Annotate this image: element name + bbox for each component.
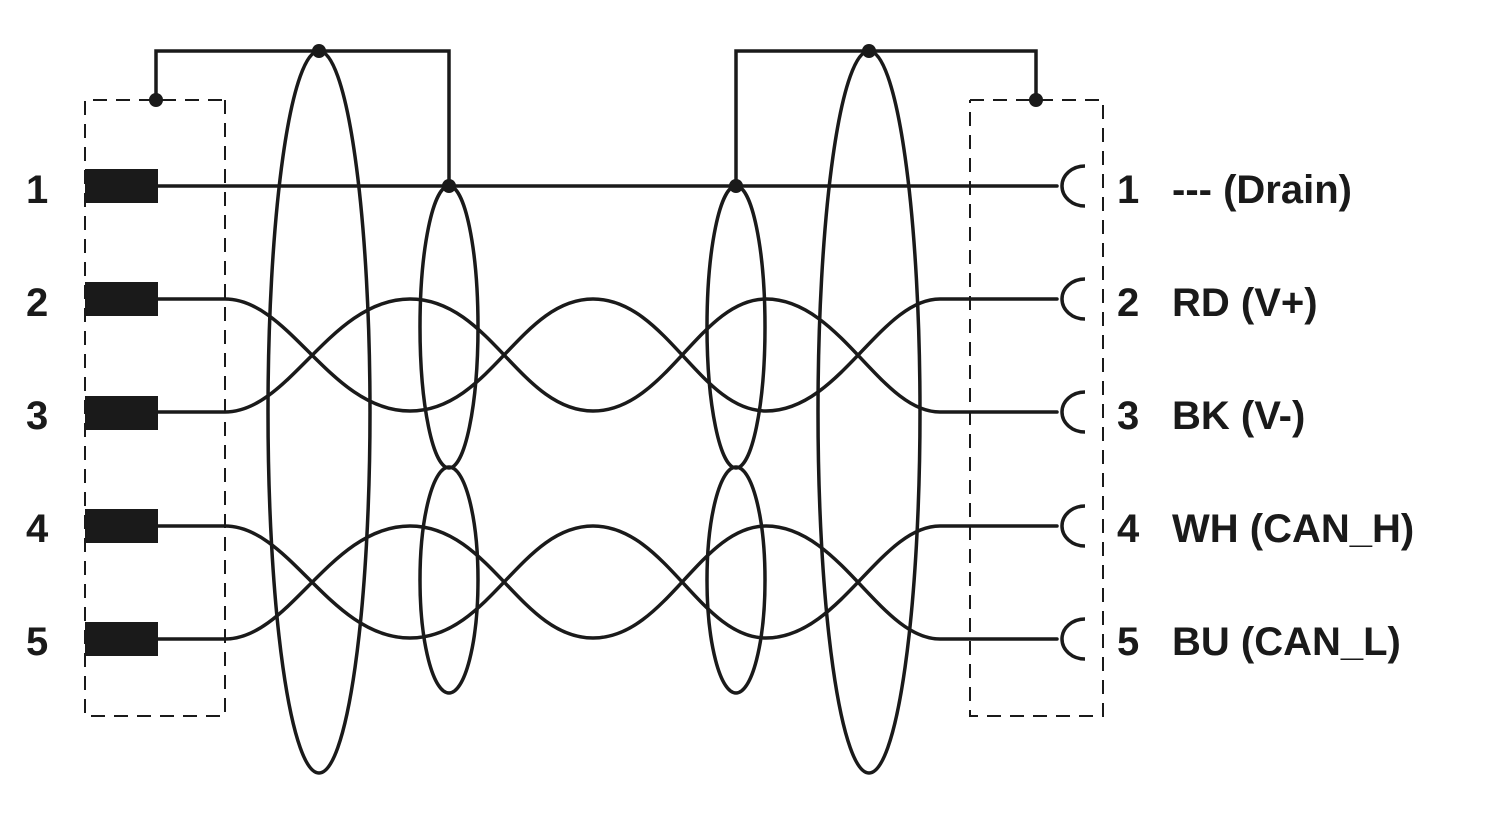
right-connector-housing — [969, 99, 1104, 717]
right-pin-label: RD (V+) — [1172, 281, 1318, 325]
right-pin-label: WH (CAN_H) — [1172, 507, 1414, 551]
right-socket — [1060, 164, 1086, 208]
left-pin-block — [85, 282, 158, 316]
right-socket — [1060, 277, 1086, 321]
right-pin-number: 4 — [1117, 507, 1140, 551]
left-pin-number: 5 — [26, 620, 48, 664]
right-pin-number: 2 — [1117, 281, 1139, 325]
right-pin-number: 5 — [1117, 620, 1139, 664]
left-pin-number: 1 — [26, 168, 48, 212]
twisted-pair-wire-bk — [156, 297, 1059, 414]
left-pin-block — [85, 509, 158, 543]
right-socket — [1060, 504, 1086, 548]
right-pin-number: 3 — [1117, 394, 1139, 438]
pair-shield — [705, 465, 767, 695]
left-pin-number: 4 — [26, 507, 49, 551]
overall-shield-right — [816, 49, 922, 775]
right-socket — [1060, 390, 1086, 434]
right-socket — [1060, 617, 1086, 661]
right-shield-link — [734, 49, 1038, 188]
right-pin-label: --- (Drain) — [1172, 168, 1352, 212]
left-shield-link — [154, 49, 451, 188]
left-pin-block — [85, 169, 158, 203]
junction-dot — [1029, 93, 1043, 107]
twisted-pair-wire-bu — [156, 524, 1059, 641]
pair-shield — [418, 184, 480, 470]
left-pin-block — [85, 622, 158, 656]
overall-shield-left — [266, 49, 372, 775]
left-pin-block — [85, 396, 158, 430]
junction-dot — [149, 93, 163, 107]
right-pin-number: 1 — [1117, 168, 1139, 212]
pair-shield — [418, 465, 480, 695]
right-pin-label: BU (CAN_L) — [1172, 620, 1401, 664]
left-pin-number: 2 — [26, 281, 48, 325]
twisted-pair-wire-wh — [156, 524, 1059, 640]
twisted-pair-wire-rd — [156, 297, 1059, 413]
pair-shield — [705, 184, 767, 470]
left-pin-number: 3 — [26, 394, 48, 438]
right-pin-label: BK (V-) — [1172, 394, 1305, 438]
